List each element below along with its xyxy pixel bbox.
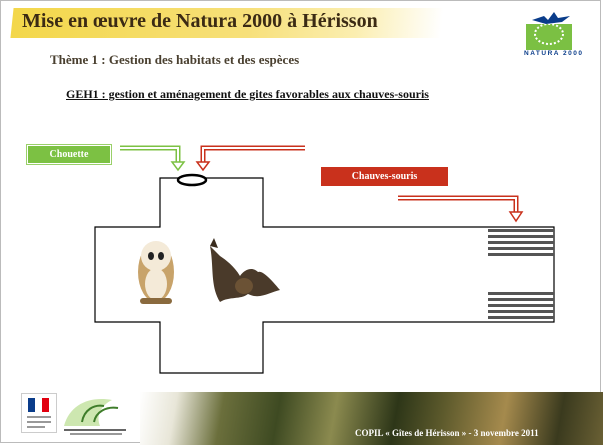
owl-label: Chouette	[27, 145, 111, 164]
csa-logo	[64, 399, 126, 435]
owl-photo	[138, 241, 174, 304]
section-subtitle: GEH1 : gestion et aménagement de gites f…	[66, 87, 429, 101]
republique-francaise-logo	[21, 393, 57, 433]
owl-arrow-head	[170, 161, 186, 172]
building-outline	[94, 177, 555, 374]
bat-arrow-entrance	[200, 145, 305, 163]
bat-photo	[210, 238, 280, 302]
bat-arrow-slats-head	[508, 211, 524, 223]
footer-landscape-photo	[140, 392, 603, 445]
footer-text: COPIL « Gîtes de Hérisson » - 3 novembre…	[355, 428, 539, 438]
bats-label: Chauves-souris	[321, 167, 448, 186]
slide-title: Mise en œuvre de Natura 2000 à Hérisson	[22, 10, 378, 32]
bat-arrow-slats	[398, 195, 519, 213]
owl-arrow	[120, 145, 181, 163]
theme-heading: Thème 1 : Gestion des habitats et des es…	[50, 52, 300, 67]
bat-slats-top	[488, 229, 554, 256]
bat-arrow-entrance-head	[195, 161, 211, 172]
natura-2000-logo	[526, 12, 572, 50]
natura-2000-text: NATURA 2000	[524, 50, 584, 57]
bat-slats-bottom	[488, 292, 554, 319]
owl-entrance-icon	[176, 173, 208, 187]
